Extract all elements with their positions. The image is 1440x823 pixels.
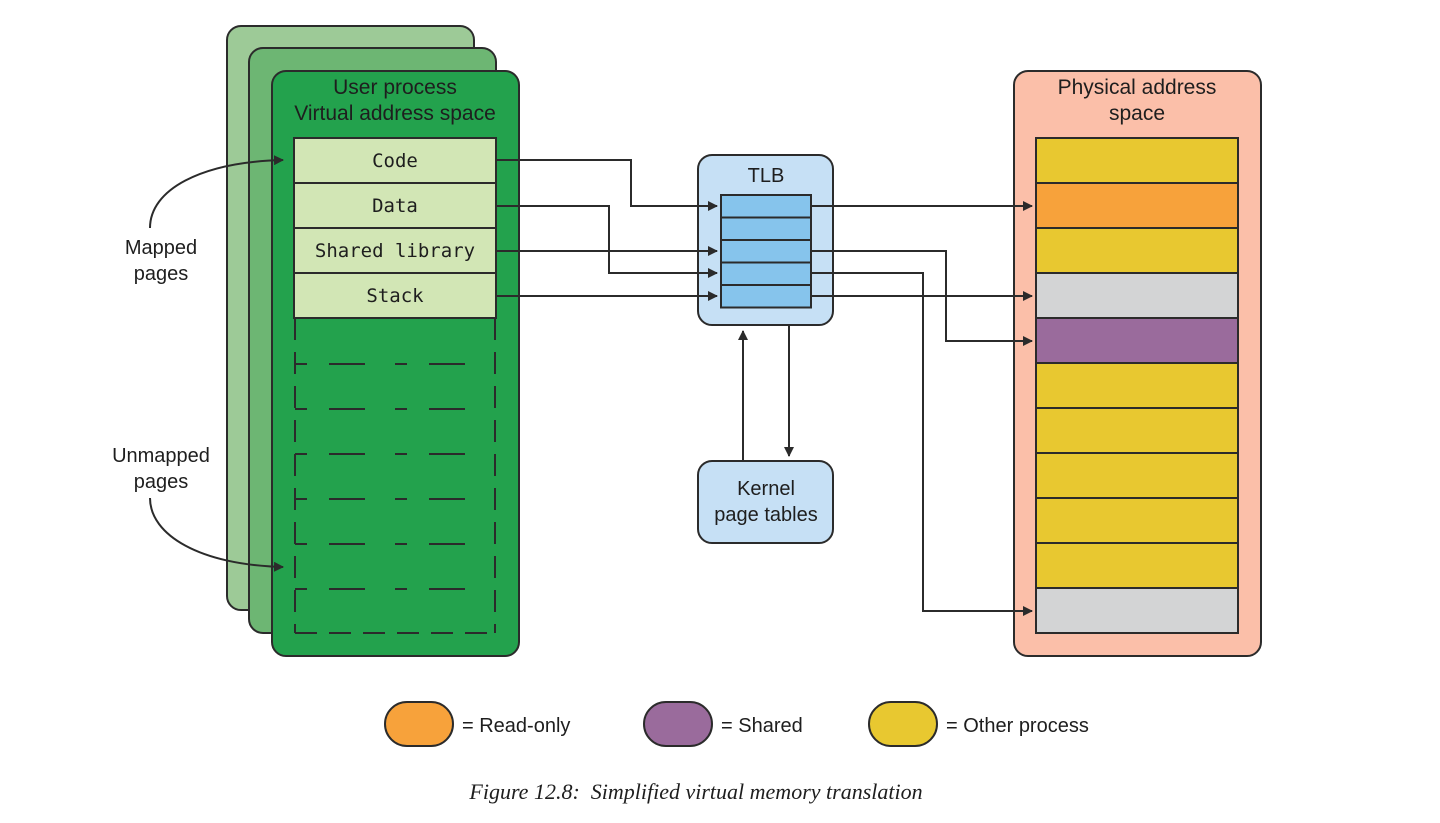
kernel-label-line2: page tables: [714, 504, 817, 526]
kernel-page-tables-box: [697, 460, 834, 544]
tlb-to-physical-arrows: [811, 201, 1033, 616]
legend: = Read-only = Shared = Other process: [384, 701, 1089, 747]
figure-caption: Figure 12.8: Simplified virtual memory t…: [468, 779, 922, 804]
legend-other-process-swatch: [868, 701, 938, 747]
virtual-to-tlb-arrows: [496, 159, 718, 301]
frame-other-process: [1035, 362, 1239, 409]
unmapped-pages-label-line1: Unmapped: [112, 445, 210, 467]
frame-other-process: [1035, 542, 1239, 589]
physical-title-line1: Physical address: [1058, 76, 1217, 99]
virtual-title-line1: User process: [333, 76, 457, 99]
frame-free: [1035, 587, 1239, 634]
frame-other-process: [1035, 227, 1239, 274]
frame-other-process: [1035, 497, 1239, 544]
frame-free: [1035, 272, 1239, 319]
frame-other-process: [1035, 137, 1239, 184]
tlb-entry: [720, 216, 812, 241]
mapped-pages: Code Data Shared library Stack: [293, 137, 497, 319]
tlb-entry: [720, 284, 812, 309]
tlb-entry: [720, 194, 812, 219]
mapped-pages-pointer: [149, 155, 284, 229]
mapped-pages-label-line2: pages: [134, 263, 189, 285]
unmapped-pages-pointer: [149, 497, 284, 572]
page-stack-label: Stack: [366, 285, 424, 307]
tlb-label: TLB: [748, 165, 785, 187]
frame-other-process: [1035, 452, 1239, 499]
legend-shared-label: = Shared: [721, 715, 803, 737]
data-to-tlb-arrow: [496, 205, 718, 278]
page-stack: [293, 272, 497, 319]
physical-title-line2: space: [1109, 102, 1165, 125]
frame-shared: [1035, 317, 1239, 364]
legend-shared-swatch: [643, 701, 713, 747]
virtual-title-line2: Virtual address space: [294, 102, 496, 125]
legend-read-only-swatch: [384, 701, 454, 747]
legend-read-only-label: = Read-only: [462, 715, 570, 737]
frame-read-only: [1035, 182, 1239, 229]
code-to-tlb-arrow: [496, 159, 718, 211]
tlb-to-free-frame-bottom-arrow: [811, 272, 1033, 616]
mapped-pages-label-line1: Mapped: [125, 237, 197, 259]
legend-other-process-label: = Other process: [946, 715, 1089, 737]
page-data-label: Data: [372, 195, 418, 217]
unmapped-pages: [294, 318, 496, 634]
kernel-label-line1: Kernel: [737, 478, 795, 500]
tlb-entries: [720, 194, 812, 309]
page-shared-library-label: Shared library: [315, 240, 475, 262]
tlb-entry: [720, 261, 812, 286]
page-code-label: Code: [372, 150, 418, 172]
unmapped-pages-label-line2: pages: [134, 471, 189, 493]
frame-other-process: [1035, 407, 1239, 454]
physical-frames: [1035, 137, 1239, 634]
tlb-entry: [720, 239, 812, 264]
